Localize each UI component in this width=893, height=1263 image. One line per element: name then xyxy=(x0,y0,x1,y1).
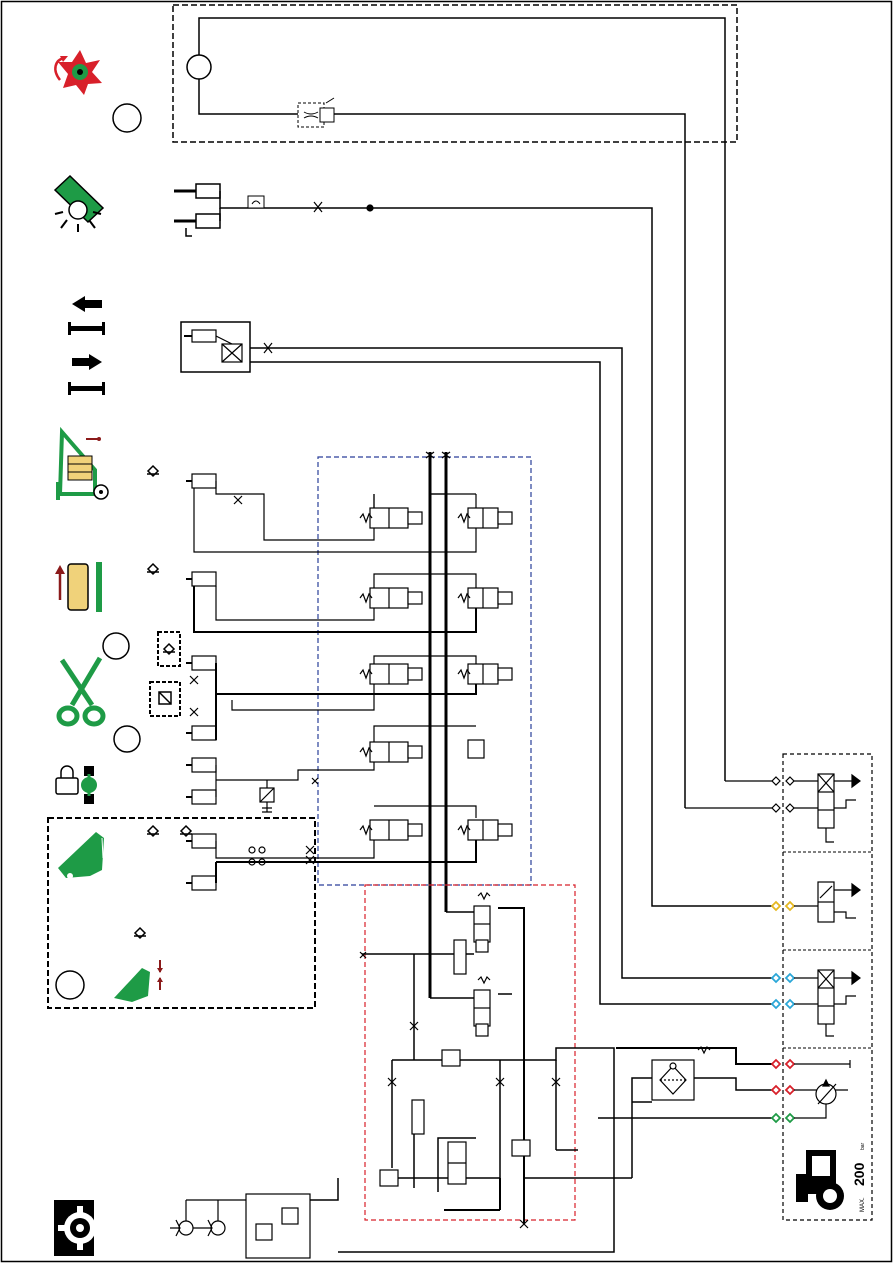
orifice-marker xyxy=(360,952,710,1228)
gearbox-icon xyxy=(54,1200,102,1256)
coupler-row xyxy=(685,777,794,1122)
axle-lock-icon xyxy=(56,766,97,804)
filter-unit xyxy=(652,1060,694,1100)
knife-cutter-icon xyxy=(59,658,103,724)
relief-valve xyxy=(246,1050,530,1258)
sensor-symbol xyxy=(163,644,175,654)
pressure-value: 200 xyxy=(851,1162,867,1186)
check-valve xyxy=(248,196,264,208)
pressure-label-group: 200 bar MAX. xyxy=(851,1142,867,1212)
slide-cylinder xyxy=(184,330,242,362)
valve-row-bale-lift xyxy=(186,572,512,632)
circle-marker xyxy=(113,104,141,132)
switch-symbol xyxy=(159,692,171,704)
tractor-spool-valve xyxy=(794,774,860,1118)
valve-row-axle-lock xyxy=(186,726,484,812)
orifice-marker xyxy=(314,202,373,212)
circle-marker xyxy=(56,971,84,999)
max-label: MAX. xyxy=(860,1197,866,1212)
bale-chamber-icon xyxy=(58,432,108,500)
tailgate-icon xyxy=(58,832,104,879)
sensor-dashed-box xyxy=(158,632,180,666)
sensor-symbol xyxy=(134,466,192,938)
tractor-icon xyxy=(796,1150,844,1210)
rotor-drive-icon xyxy=(55,50,102,95)
valve-row-bale-chamber xyxy=(186,474,512,552)
pickup-drum-icon xyxy=(55,176,103,232)
circle-marker xyxy=(103,633,129,659)
circle-marker xyxy=(114,726,140,752)
slide-left-icon xyxy=(68,296,105,335)
bale-lift-icon xyxy=(55,562,102,612)
rotor-group-box xyxy=(173,5,737,142)
hydraulic-pump xyxy=(170,1200,246,1236)
flow-control-valve xyxy=(298,98,334,127)
hydraulic-motor xyxy=(187,55,211,79)
valve-row-knives xyxy=(186,656,512,740)
slide-right-icon xyxy=(68,354,105,395)
pressure-unit: bar xyxy=(860,1142,866,1150)
directional-valve xyxy=(454,893,490,1036)
valve-row-tailgate xyxy=(186,806,512,890)
tailgate-small-icon xyxy=(114,960,163,1002)
